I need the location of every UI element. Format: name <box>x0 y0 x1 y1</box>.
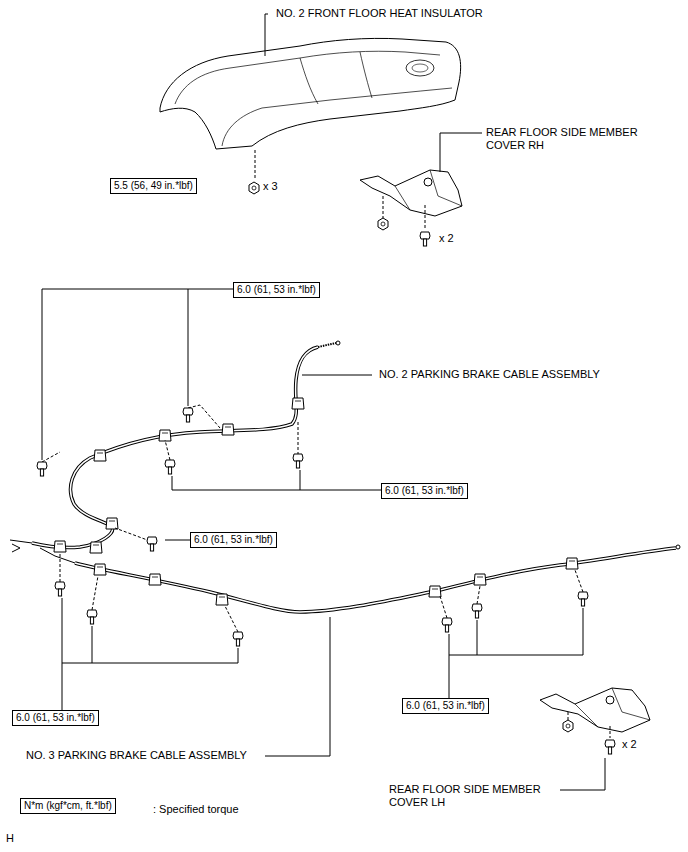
part-label: H <box>5 832 15 845</box>
cover-lh <box>540 688 650 732</box>
part-label: NO. 2 PARKING BRAKE CABLE ASSEMBLY <box>378 368 601 381</box>
part-label: NO. 3 PARKING BRAKE CABLE ASSEMBLY <box>25 749 248 762</box>
part-label: x 2 <box>438 232 455 245</box>
torque-value: 6.0 (61, 53 in.*lbf) <box>16 712 95 724</box>
part-label: : Specified torque <box>152 803 240 816</box>
heat-insulator <box>160 38 461 149</box>
cover-rh <box>360 170 462 216</box>
torque-box: 6.0 (61, 53 in.*lbf) <box>190 532 277 548</box>
torque-value: 6.0 (61, 53 in.*lbf) <box>406 700 485 712</box>
cable-no3 <box>40 545 680 612</box>
torque-value: 6.0 (61, 53 in.*lbf) <box>237 284 316 296</box>
torque-box: 6.0 (61, 53 in.*lbf) <box>233 282 320 298</box>
part-label: x 2 <box>621 738 638 751</box>
part-label: NO. 2 FRONT FLOOR HEAT INSULATOR <box>275 7 484 20</box>
torque-value: 6.0 (61, 53 in.*lbf) <box>194 534 273 546</box>
cable-no2 <box>10 341 340 552</box>
torque-value: 6.0 (61, 53 in.*lbf) <box>385 485 464 497</box>
torque-box: 6.0 (61, 53 in.*lbf) <box>381 483 468 499</box>
torque-box: 6.0 (61, 53 in.*lbf) <box>402 698 489 714</box>
part-label: REAR FLOOR SIDE MEMBER COVER RH <box>485 126 655 152</box>
torque-box: N*m (kgf*cm, ft.*lbf) <box>20 798 116 814</box>
torque-box: 6.0 (61, 53 in.*lbf) <box>12 710 99 726</box>
torque-value: N*m (kgf*cm, ft.*lbf) <box>24 800 112 812</box>
part-label: REAR FLOOR SIDE MEMBER COVER LH <box>388 783 558 809</box>
part-label: x 3 <box>262 180 279 193</box>
torque-box: 5.5 (56, 49 in.*lbf) <box>110 178 197 194</box>
torque-value: 5.5 (56, 49 in.*lbf) <box>114 180 193 192</box>
